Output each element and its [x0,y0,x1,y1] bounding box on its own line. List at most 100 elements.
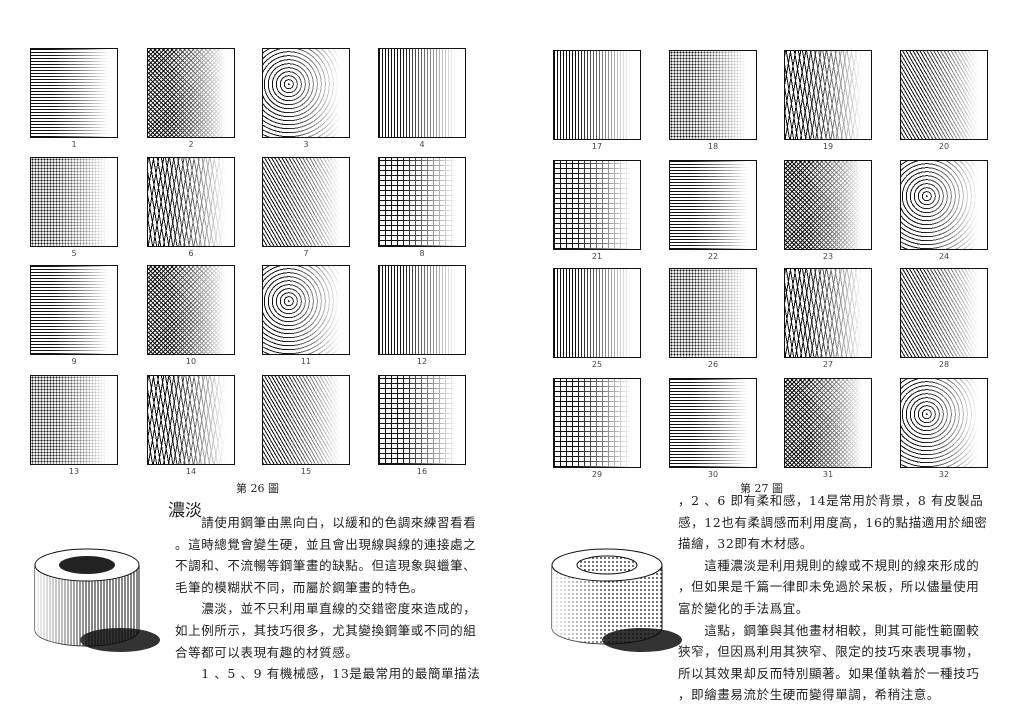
text-line: 毛筆的模糊狀不同，而屬於鋼筆畫的特色。 [175,579,424,595]
hatching-texture [785,51,871,139]
texture-swatch [553,160,641,250]
hatching-texture [785,269,871,357]
swatch-number: 11 [300,357,312,366]
hatching-texture [554,51,640,139]
texture-swatch [147,48,235,138]
hatching-texture [554,379,640,467]
swatch-number: 5 [71,249,77,258]
hatching-texture [31,266,117,354]
figure-caption: 第 27 圖 [740,482,783,495]
hatching-texture [670,51,756,139]
text-line: 合等都可以表現有趣的材質感。 [175,644,359,660]
texture-swatch [378,375,466,465]
texture-swatch [262,157,350,247]
text-line: 1 、5 、9 有機械感，13是最常用的最簡單描法 [175,666,481,682]
swatch-number: 28 [938,360,950,369]
hatching-texture [31,158,117,246]
swatch-number: 20 [938,142,950,151]
swatch-number: 17 [591,142,603,151]
body-text: 請使用鋼筆由黑向白，以緩和的色調來練習看看 。這時總覺會變生硬，並且會出現線與線… [175,512,480,685]
hatching-texture [263,376,349,464]
texture-swatch [378,48,466,138]
texture-swatch [378,265,466,355]
hatching-texture [263,266,349,354]
texture-swatch [900,50,988,140]
text-line: 這點，鋼筆與其他畫材相較，則其可能性範圍較 [678,622,980,638]
hatching-texture [785,379,871,467]
swatch-number: 6 [188,249,194,258]
hatching-texture [554,269,640,357]
section-heading: 濃淡 [168,501,202,521]
swatch-number: 23 [822,252,834,261]
hatching-texture [901,379,987,467]
text-line: 如上例所示，其技巧很多，尤其變換鋼筆或不同的組 [175,622,477,638]
text-line: 感，12也有柔調感而利用度高，16的點描適用於細密 [678,514,988,530]
texture-swatch [900,268,988,358]
text-line: 請使用鋼筆由黑向白，以緩和的色調來練習看看 [175,515,477,530]
hatching-texture [379,266,465,354]
hatching-texture [901,161,987,249]
texture-swatch [669,50,757,140]
hatching-texture [670,379,756,467]
hatching-texture [263,49,349,137]
text-line: ，2 、6 即有柔和感，14是常用於背景，8 有皮製品 [678,493,984,508]
swatch-number: 21 [591,252,603,261]
swatch-number: 30 [707,470,719,479]
texture-swatch [784,268,872,358]
text-line: 這種濃淡是利用規則的線或不規則的線來形成的 [678,557,980,573]
swatch-number: 27 [822,360,834,369]
swatch-number: 2 [188,140,194,149]
texture-swatch [553,50,641,140]
texture-swatch [784,378,872,468]
texture-swatch [262,265,350,355]
text-line: 濃淡，並不只利用單直線的交錯密度來造成的， [175,601,477,617]
swatch-number: 8 [419,249,425,258]
hatching-texture [901,51,987,139]
texture-swatch [553,268,641,358]
hatching-texture [785,161,871,249]
swatch-number: 4 [419,140,425,149]
swatch-number: 26 [707,360,719,369]
texture-swatch [900,378,988,468]
texture-swatch [784,160,872,250]
swatch-number: 24 [938,252,950,261]
texture-swatch [553,378,641,468]
texture-swatch [30,375,118,465]
texture-swatch [669,378,757,468]
swatch-number: 32 [938,470,950,479]
texture-swatch [669,268,757,358]
swatch-number: 7 [303,249,309,258]
texture-swatch [669,160,757,250]
swatch-number: 18 [707,142,719,151]
swatch-number: 10 [185,357,197,366]
text-line: 。這時總覺會變生硬，並且會出現線與線的連接處之 [175,536,477,552]
cylinder-illustration-lines [34,548,160,652]
hatching-texture [148,266,234,354]
texture-swatch [147,157,235,247]
text-line: 富於變化的手法爲宜。 [678,600,810,616]
texture-swatch [784,50,872,140]
hatching-texture [148,158,234,246]
hatching-texture [31,49,117,137]
swatch-number: 9 [71,357,77,366]
hatching-texture [670,269,756,357]
hatching-texture [670,161,756,249]
swatch-number: 3 [303,140,309,149]
cylinder-illustration-dots [551,548,682,652]
hatching-texture [379,376,465,464]
texture-swatch [147,375,235,465]
texture-swatch [30,157,118,247]
figure-caption: 第 26 圖 [236,482,279,495]
text-line: 不調和、不流暢等鋼筆畫的缺點。但這現象與蠟筆、 [175,558,477,574]
texture-swatch [262,48,350,138]
swatch-number: 1 [71,140,77,149]
texture-swatch [900,160,988,250]
texture-swatch [30,265,118,355]
text-line: 描繪，32即有木材感。 [678,536,814,552]
texture-swatch [147,265,235,355]
swatch-number: 22 [707,252,719,261]
hatching-texture [263,158,349,246]
swatch-number: 25 [591,360,603,369]
